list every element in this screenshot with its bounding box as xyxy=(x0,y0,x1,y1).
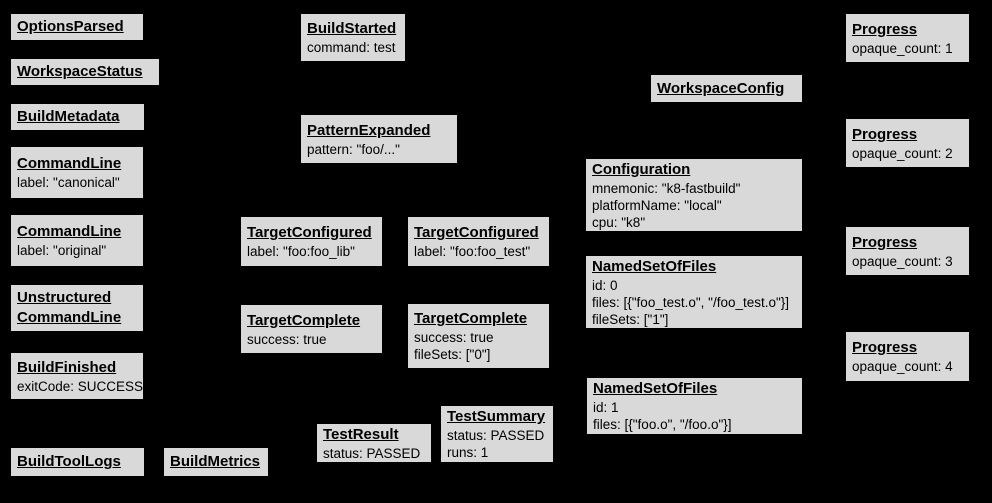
node-title: TargetComplete xyxy=(247,311,361,329)
node-attr: id: 0 xyxy=(592,277,618,293)
node-title: Unstructured xyxy=(17,289,112,306)
node-build-finished: BuildFinished exitCode: SUCCESS xyxy=(10,352,144,400)
node-attr: label: "canonical" xyxy=(17,175,120,190)
node-title: NamedSetOfFiles xyxy=(592,257,717,275)
node-attr: cpu: "k8" xyxy=(592,214,646,230)
node-attr: exitCode: SUCCESS xyxy=(17,378,144,394)
node-attr: files: [{"foo_test.o", "/foo_test.o"}] xyxy=(592,294,790,310)
node-attr: label: "foo:foo_test" xyxy=(414,244,531,259)
node-target-configured-foo-test: TargetConfigured label: "foo:foo_test" xyxy=(407,216,550,267)
node-target-complete-foo-test: TargetComplete success: true fileSets: [… xyxy=(407,303,550,369)
node-title: TargetConfigured xyxy=(247,224,372,241)
node-named-set-of-files-1: NamedSetOfFiles id: 1 files: [{"foo.o", … xyxy=(586,377,803,435)
node-attr: status: PASSED xyxy=(323,445,421,461)
node-unstructured-command-line: Unstructured CommandLine xyxy=(10,284,144,332)
node-title: WorkspaceStatus xyxy=(17,63,143,80)
node-target-complete-foo-lib: TargetComplete success: true xyxy=(240,304,383,354)
node-title: BuildFinished xyxy=(17,358,117,376)
node-build-started: BuildStarted command: test xyxy=(300,13,406,62)
node-attr: opaque_count: 4 xyxy=(852,359,953,374)
node-build-metrics: BuildMetrics xyxy=(163,447,269,477)
node-title: BuildStarted xyxy=(307,20,397,37)
node-title: Progress xyxy=(852,233,918,251)
node-title: Progress xyxy=(852,125,918,143)
node-test-result: TestResult status: PASSED xyxy=(316,423,432,463)
node-attr: success: true xyxy=(414,330,494,345)
node-build-tool-logs: BuildToolLogs xyxy=(10,447,145,477)
node-attr: command: test xyxy=(307,40,396,55)
node-pattern-expanded: PatternExpanded pattern: "foo/..." xyxy=(300,114,458,164)
node-title: OptionsParsed xyxy=(17,18,124,35)
node-title: WorkspaceConfig xyxy=(657,79,785,97)
node-attr: id: 1 xyxy=(593,400,619,415)
node-title: BuildToolLogs xyxy=(17,453,121,470)
node-configuration: Configuration mnemonic: "k8-fastbuild" p… xyxy=(585,158,803,232)
node-attr: fileSets: ["0"] xyxy=(414,347,491,362)
node-attr: files: [{"foo.o", "/foo.o"}] xyxy=(593,417,732,432)
node-attr: platformName: "local" xyxy=(592,197,722,213)
node-progress-3: Progress opaque_count: 3 xyxy=(845,226,970,276)
node-options-parsed: OptionsParsed xyxy=(10,13,144,41)
node-attr: opaque_count: 3 xyxy=(852,253,953,269)
node-attr: fileSets: ["1"] xyxy=(592,311,669,327)
node-named-set-of-files-0: NamedSetOfFiles id: 0 files: [{"foo_test… xyxy=(585,255,803,329)
node-command-line-canonical: CommandLine label: "canonical" xyxy=(10,146,144,199)
node-title: CommandLine xyxy=(17,155,122,172)
node-title: BuildMetadata xyxy=(17,108,120,125)
node-title: PatternExpanded xyxy=(307,121,431,139)
node-workspace-config: WorkspaceConfig xyxy=(650,74,803,103)
node-test-summary: TestSummary status: PASSED runs: 1 xyxy=(440,405,554,463)
node-title: TargetComplete xyxy=(414,310,528,327)
node-title: Configuration xyxy=(592,160,691,178)
node-attr: pattern: "foo/..." xyxy=(307,141,400,157)
node-progress-4: Progress opaque_count: 4 xyxy=(845,331,970,382)
node-title: TargetConfigured xyxy=(414,224,539,241)
node-title: Progress xyxy=(852,20,918,38)
node-attr: opaque_count: 1 xyxy=(852,40,953,56)
node-command-line-original: CommandLine label: "original" xyxy=(10,214,144,267)
node-attr: label: "original" xyxy=(17,243,107,258)
node-title: CommandLine xyxy=(17,309,122,326)
node-attr: label: "foo:foo_lib" xyxy=(247,244,355,259)
node-title: Progress xyxy=(852,339,918,356)
node-title: BuildMetrics xyxy=(170,453,261,470)
node-attr: mnemonic: "k8-fastbuild" xyxy=(592,180,741,196)
node-target-configured-foo-lib: TargetConfigured label: "foo:foo_lib" xyxy=(240,216,383,267)
node-title: TestSummary xyxy=(447,408,546,425)
node-attr: opaque_count: 2 xyxy=(852,145,953,161)
node-progress-2: Progress opaque_count: 2 xyxy=(845,118,970,168)
node-title: CommandLine xyxy=(17,223,122,240)
node-progress-1: Progress opaque_count: 1 xyxy=(845,13,970,63)
node-build-metadata: BuildMetadata xyxy=(10,103,145,131)
node-attr: status: PASSED xyxy=(447,428,545,443)
node-attr: success: true xyxy=(247,331,327,347)
node-title: TestResult xyxy=(323,425,399,443)
node-workspace-status: WorkspaceStatus xyxy=(10,58,160,86)
node-title: NamedSetOfFiles xyxy=(593,380,718,397)
node-attr: runs: 1 xyxy=(447,445,489,460)
